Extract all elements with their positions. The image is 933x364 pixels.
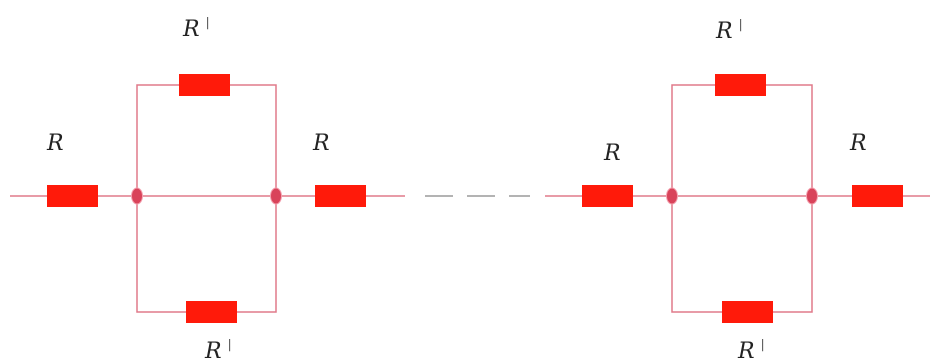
- prime-mark: |: [227, 337, 232, 351]
- prime-mark: |: [760, 337, 765, 351]
- resistor-parallel-left-bottom: [186, 301, 237, 323]
- label-r-parallel-left-bottom: R|: [205, 337, 232, 364]
- prime-mark: |: [205, 15, 210, 29]
- resistor-parallel-left-top: [179, 74, 230, 96]
- junction-node-left-b: [270, 187, 282, 205]
- wire-right-top-branch: [671, 84, 813, 196]
- label-r-series-right-2: R: [850, 131, 867, 156]
- resistor-parallel-right-top: [715, 74, 766, 96]
- junction-node-right-b: [806, 187, 818, 205]
- prime-mark: |: [738, 17, 743, 31]
- label-r-series-left-1: R: [47, 131, 64, 156]
- label-r-parallel-left-top: R|: [183, 15, 210, 42]
- label-r-parallel-right-top: R|: [716, 17, 743, 44]
- wire-right-bottom-branch: [671, 196, 813, 313]
- junction-node-right-a: [666, 187, 678, 205]
- resistor-series-left-1: [47, 185, 98, 207]
- wire-left-bottom-branch: [136, 196, 277, 313]
- label-r-series-right-1: R: [604, 141, 621, 166]
- label-r-series-left-2: R: [313, 131, 330, 156]
- wire-left-top-branch: [136, 84, 277, 196]
- label-r-parallel-right-bottom: R|: [738, 337, 765, 364]
- junction-node-left-a: [131, 187, 143, 205]
- resistor-series-right-1: [582, 185, 633, 207]
- resistor-parallel-right-bottom: [722, 301, 773, 323]
- resistor-series-left-2: [315, 185, 366, 207]
- resistor-series-right-2: [852, 185, 903, 207]
